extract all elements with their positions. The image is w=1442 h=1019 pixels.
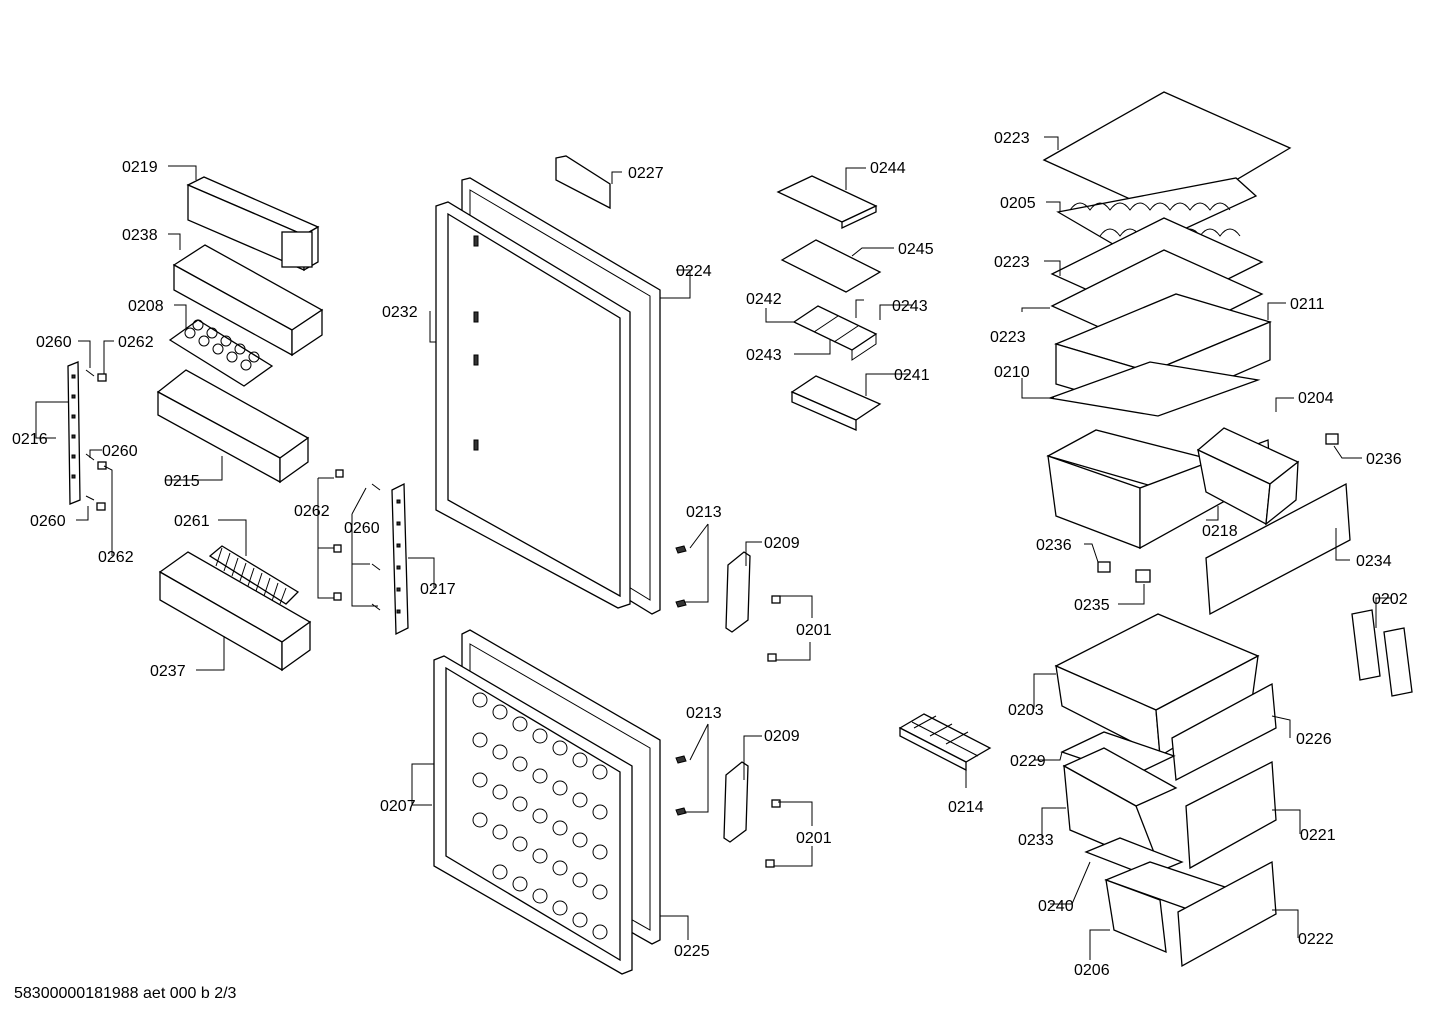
label-0232: 0232 [382,304,418,321]
label-0223: 0223 [990,329,1026,346]
label-0245: 0245 [898,241,934,258]
label-0262: 0262 [98,549,134,566]
label-0229: 0229 [1010,753,1046,770]
label-0236: 0236 [1366,451,1402,468]
label-0209: 0209 [764,728,800,745]
label-0234: 0234 [1356,553,1392,570]
label-0227: 0227 [628,165,664,182]
freezer-liner-pattern [472,692,608,940]
part-0205-bottle-rack [1056,177,1258,255]
label-0244: 0244 [870,160,906,177]
label-0203: 0203 [1008,702,1044,719]
document-code: 58300000181988 aet 000 b 2/3 [14,985,237,1002]
part-0238-door-shelf [172,244,324,357]
label-0261: 0261 [174,513,210,530]
label-0204: 0204 [1298,390,1334,407]
part-0217-hinge-strip [391,482,409,636]
part-0226-drawer-front [1171,682,1277,782]
label-0260: 0260 [30,513,66,530]
label-0201: 0201 [796,830,832,847]
part-0242-0243-inserts [792,305,878,361]
part-0221-drawer-front [1185,760,1277,870]
label-0218: 0218 [1202,523,1238,540]
label-0236: 0236 [1036,537,1072,554]
part-0215-door-shelf [156,369,310,484]
part-0202-cold-packs [1351,609,1413,697]
part-0218-container [1196,427,1300,526]
label-0235: 0235 [1074,597,1110,614]
label-0240: 0240 [1038,898,1074,915]
label-0216: 0216 [12,431,48,448]
label-0237: 0237 [150,663,186,680]
label-0219: 0219 [122,159,158,176]
label-0213: 0213 [686,504,722,521]
label-0260: 0260 [344,520,380,537]
part-0261-bottle-retainer [208,545,300,605]
label-0262: 0262 [118,334,154,351]
part-0207-freezer-gasket [433,655,633,975]
part-0210-sheet [1047,361,1261,417]
label-0205: 0205 [1000,195,1036,212]
part-0219-bottle-shelf [186,176,320,272]
label-0201: 0201 [796,622,832,639]
label-0226: 0226 [1296,731,1332,748]
part-0245-sheet [780,239,882,293]
label-0224: 0224 [676,263,712,280]
part-0236-clips [1097,433,1339,583]
label-0215: 0215 [164,473,200,490]
label-0217: 0217 [420,581,456,598]
label-0223: 0223 [994,254,1030,271]
label-0213: 0213 [686,705,722,722]
part-0237-door-shelf [158,551,312,672]
label-0221: 0221 [1300,827,1336,844]
leader-lines [35,136,1392,960]
label-0243: 0243 [892,298,928,315]
part-0244-tray-lid [776,175,878,230]
label-0206: 0206 [1074,962,1110,979]
label-0243: 0243 [746,347,782,364]
part-0227-label [555,155,611,210]
label-0262: 0262 [294,503,330,520]
label-0209: 0209 [764,535,800,552]
part-0222-drawer-front [1177,860,1277,968]
handles-and-screws [675,545,781,868]
label-0260: 0260 [36,334,72,351]
label-0202: 0202 [1372,591,1408,608]
part-0214-ice-tray [898,713,992,772]
part-0208-egg-tray [168,319,274,387]
part-0216-hinge-strip [67,361,81,505]
part-0203-freezer-drawer-top [1054,613,1260,758]
label-0211: 0211 [1290,296,1325,313]
label-0238: 0238 [122,227,158,244]
label-0241: 0241 [894,367,930,384]
part-number-labels: 0219 0238 0208 0260 0262 0216 0260 0260 … [12,130,1408,979]
label-0210: 0210 [994,364,1030,381]
label-0260: 0260 [102,443,138,460]
label-0225: 0225 [674,943,710,960]
label-0233: 0233 [1018,832,1054,849]
label-0223: 0223 [994,130,1030,147]
label-0214: 0214 [948,799,984,816]
part-0234-front-panel [1205,482,1351,616]
part-0232-fridge-gasket [435,201,631,609]
label-0222: 0222 [1298,931,1334,948]
label-0207: 0207 [380,798,416,815]
label-0242: 0242 [746,291,782,308]
label-0208: 0208 [128,298,164,315]
part-0241-tray [790,375,882,431]
